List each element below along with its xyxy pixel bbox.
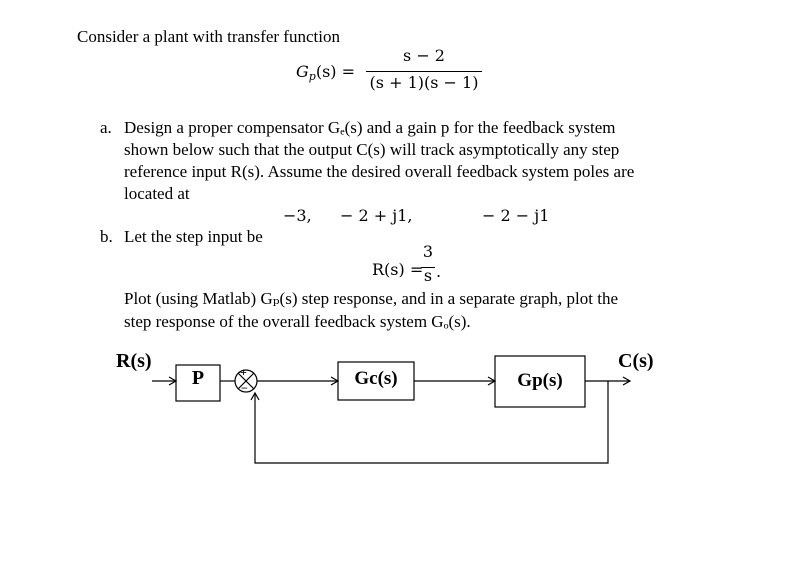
part-b-line-1: Plot (using Matlab) Gₚ(s) step response,…: [124, 289, 619, 308]
part-a-line-4: located at: [124, 184, 190, 203]
step-eq-lhs: R(s) =: [372, 260, 424, 279]
output-arrowhead: [622, 376, 632, 386]
tf-lhs: Gp(s) =: [296, 62, 356, 83]
output-label: C(s): [618, 350, 654, 372]
step-eq-denominator: s: [423, 266, 433, 285]
part-a-line-3: reference input R(s). Assume the desired…: [124, 162, 635, 181]
tf-lhs-arg: (s) =: [315, 62, 356, 81]
pole-3: − 2 − j1: [482, 206, 550, 225]
summer-cross-2: [237, 372, 255, 390]
pole-1: −3,: [283, 206, 312, 225]
feedback-path: [254, 381, 609, 464]
feedback-arrowhead: [250, 391, 260, 401]
tf-numerator: s − 2: [403, 46, 445, 65]
step-eq-fraction-bar: [421, 267, 435, 268]
part-b-line-2: step response of the overall feedback sy…: [124, 312, 471, 331]
input-label: R(s): [116, 350, 152, 372]
summer-plus-sign: +: [240, 365, 247, 379]
part-b-marker: b.: [100, 227, 113, 246]
part-a-line-2: shown below such that the output C(s) wi…: [124, 140, 620, 159]
plant-label: Gp(s): [517, 370, 563, 391]
pole-2: − 2 + j1,: [340, 206, 413, 225]
tf-denominator: (s + 1)(s − 1): [369, 73, 479, 92]
part-a-line-1: Design a proper compensator Gₑ(s) and a …: [124, 118, 616, 137]
gain-block: [175, 364, 221, 402]
part-a-marker: a.: [100, 118, 112, 137]
compensator-label: Gc(s): [354, 368, 398, 389]
gain-label: P: [191, 367, 205, 389]
step-eq-numerator: 3: [422, 242, 434, 261]
summer-minus-sign: −: [241, 381, 248, 395]
step-eq-period: .: [436, 262, 442, 281]
tf-lhs-fn: G: [296, 62, 309, 81]
tf-fraction-bar: [366, 71, 482, 72]
intro-text: Consider a plant with transfer function: [77, 27, 340, 46]
part-b-intro: Let the step input be: [124, 227, 263, 246]
tf-lhs-sub: p: [308, 70, 316, 83]
